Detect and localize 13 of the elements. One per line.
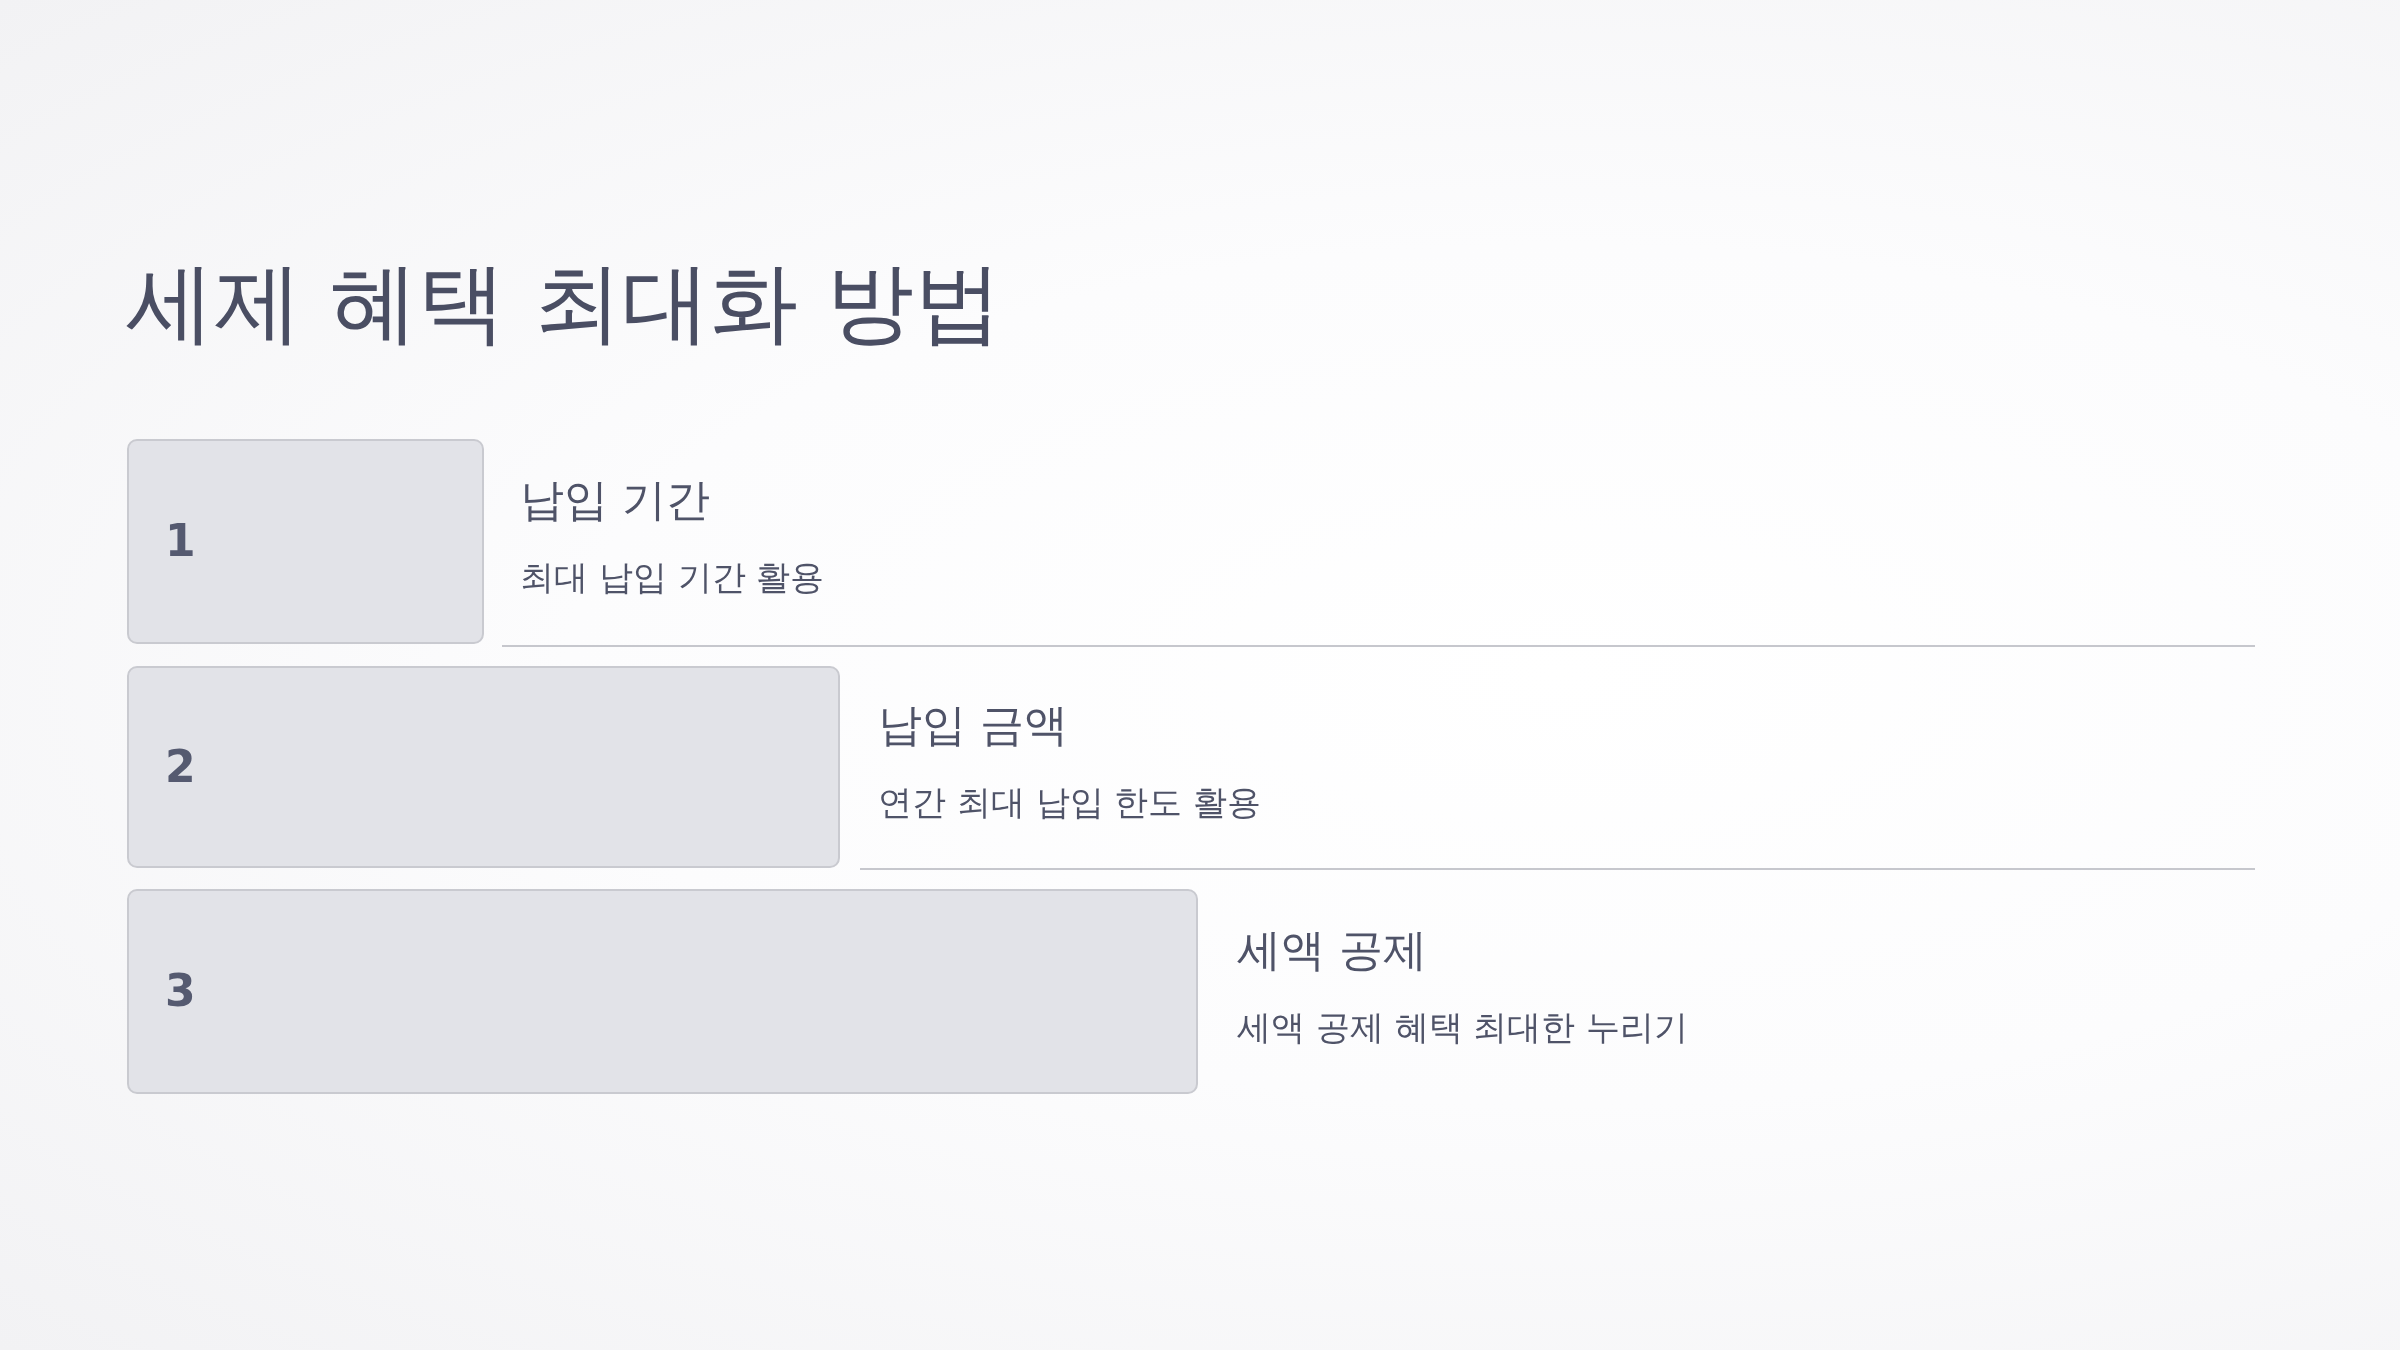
step-number: 2 — [165, 742, 196, 792]
step-number: 3 — [165, 967, 196, 1016]
step-box — [127, 439, 484, 644]
step-number: 1 — [165, 517, 196, 566]
slide-title: 세제 혜택 최대화 방법 — [126, 252, 1002, 354]
step-box — [127, 889, 1198, 1094]
step-description: 세액 공제 혜택 최대한 누리기 — [1237, 1007, 1689, 1048]
step-heading: 납입 기간 — [520, 474, 710, 527]
step-box — [127, 666, 840, 868]
step-description: 연간 최대 납입 한도 활용 — [878, 782, 1262, 823]
step-heading: 세액 공제 — [1237, 924, 1427, 977]
step-heading: 납입 금액 — [878, 699, 1068, 752]
step-description: 최대 납입 기간 활용 — [520, 557, 825, 598]
